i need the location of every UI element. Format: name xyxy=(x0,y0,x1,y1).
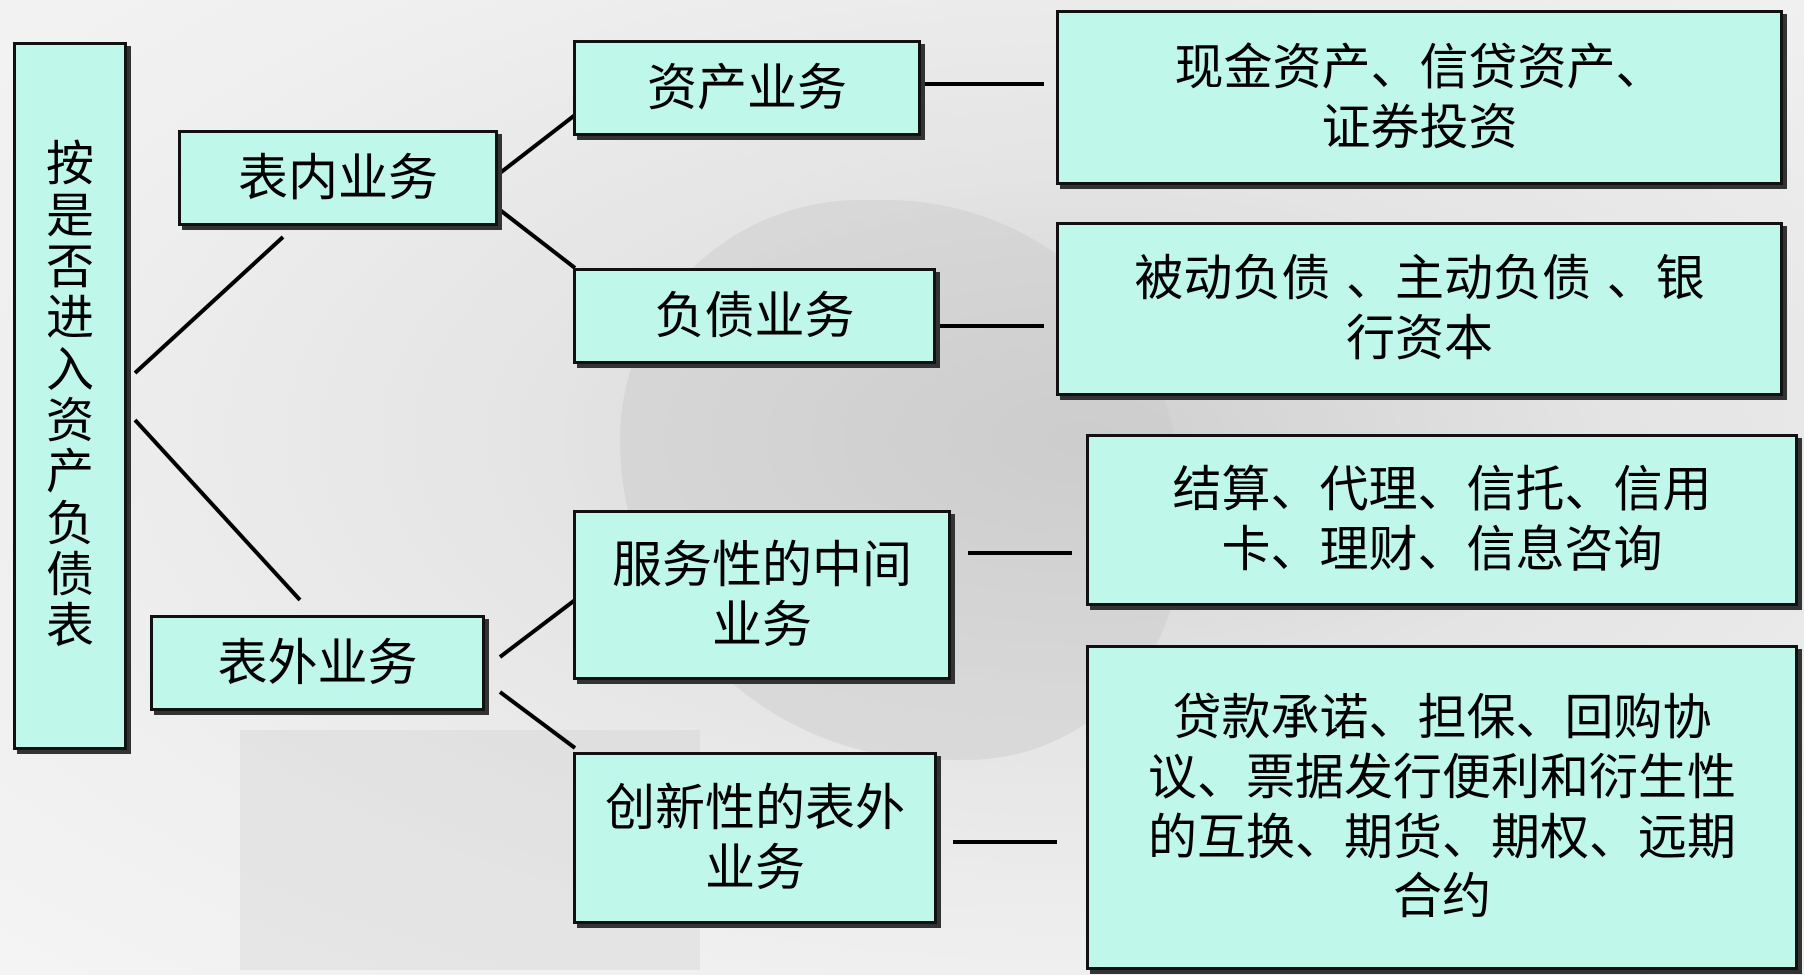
node-on-balance-label: 表内业务 xyxy=(238,149,438,207)
node-service-intermediary: 服务性的中间业务 xyxy=(573,510,951,680)
node-on-balance: 表内业务 xyxy=(178,130,498,226)
detail-innovative: 贷款承诺、担保、回购协议、票据发行便利和衍生性的互换、期货、期权、远期合约 xyxy=(1086,645,1798,970)
connector-onbalance-to-liability xyxy=(498,208,577,270)
connector-offbalance-to-innovative xyxy=(498,690,577,750)
node-off-balance: 表外业务 xyxy=(150,615,485,711)
detail-liability: 被动负债 、主动负债 、银行资本 xyxy=(1056,222,1783,396)
root-label: 按是否进入资产负债表 xyxy=(45,136,94,655)
connector-onbalance-to-asset xyxy=(498,113,577,175)
node-asset-business-label: 资产业务 xyxy=(647,59,847,117)
detail-liability-text: 被动负债 、主动负债 、银行资本 xyxy=(1134,250,1705,367)
connector-root-to-onbalance xyxy=(133,235,285,375)
detail-asset: 现金资产、信贷资产、证券投资 xyxy=(1056,10,1783,185)
detail-service: 结算、代理、信托、信用卡、理财、信息咨询 xyxy=(1086,434,1798,606)
root-node: 按是否进入资产负债表 xyxy=(13,42,127,750)
node-service-intermediary-label: 服务性的中间业务 xyxy=(612,536,912,654)
node-asset-business: 资产业务 xyxy=(573,40,921,136)
node-innovative-off-balance: 创新性的表外业务 xyxy=(573,752,937,924)
connector-root-to-offbalance xyxy=(133,418,302,602)
node-liability-business-label: 负债业务 xyxy=(654,287,855,345)
connector-offbalance-to-service xyxy=(498,598,577,659)
node-liability-business: 负债业务 xyxy=(573,268,936,364)
node-off-balance-label: 表外业务 xyxy=(217,634,418,692)
detail-asset-text: 现金资产、信贷资产、证券投资 xyxy=(1174,38,1665,156)
node-innovative-off-balance-label: 创新性的表外业务 xyxy=(605,779,905,897)
detail-innovative-text: 贷款承诺、担保、回购协议、票据发行便利和衍生性的互换、期货、期权、远期合约 xyxy=(1147,688,1736,926)
detail-service-text: 结算、代理、信托、信用卡、理财、信息咨询 xyxy=(1172,461,1712,578)
